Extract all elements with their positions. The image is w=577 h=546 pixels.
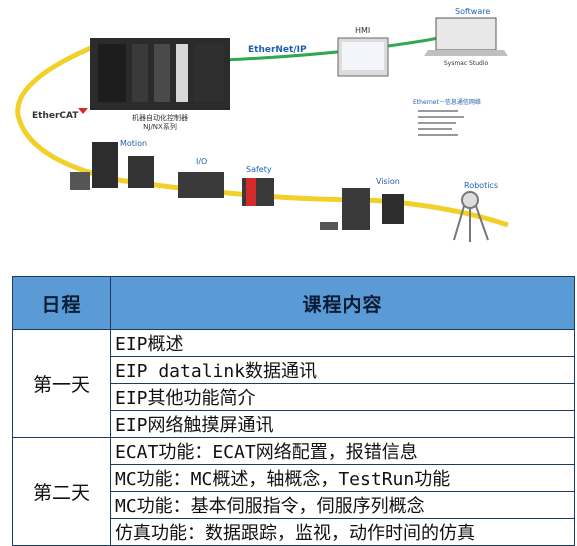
io-label: I/O [196, 157, 207, 166]
safety-unit-device [242, 178, 274, 206]
software-product-label: Sysmac Studio [444, 60, 489, 67]
course-item: EIP datalink数据通讯 [110, 356, 575, 384]
day-one-cell: 第一天 [12, 329, 111, 438]
course-item: MC功能：MC概述，轴概念，TestRun功能 [110, 464, 575, 492]
ethercat-logo-mark [78, 108, 88, 114]
ethernet-title: Ethernet－信息通信网络 [413, 98, 481, 106]
header-course-content: 课程内容 [110, 276, 575, 330]
robotics-label: Robotics [464, 181, 498, 190]
hmi-device [337, 37, 389, 77]
controller-label: 机器自动化控制器 [132, 113, 188, 122]
motion-label: Motion [120, 139, 147, 148]
software-laptop-icon [424, 17, 508, 56]
hmi-label: HMI [355, 26, 370, 35]
servo-drive-device [70, 142, 154, 190]
safety-label: Safety [246, 165, 272, 174]
table-row: EIP datalink数据通讯 [13, 356, 575, 384]
header-schedule: 日程 [12, 276, 111, 330]
ethernetip-label: EtherNet/IP [248, 45, 307, 55]
software-label: Software [455, 7, 490, 16]
controller-series-label: NJ/NX系列 [143, 122, 177, 131]
vision-device [320, 188, 404, 230]
table-row: EIP其他功能简介 [13, 383, 575, 411]
controller-device [90, 38, 230, 110]
table-row: MC功能：基本伺服指令，伺服序列概念 [13, 491, 575, 519]
course-schedule-table: 日程 课程内容 第一天 EIP概述 EIP datalink数据通讯 EIP其他… [12, 276, 575, 546]
table-row: 第二天 ECAT功能：ECAT网络配置，报错信息 [12, 437, 575, 546]
table-row: 仿真功能：数据跟踪，监视，动作时间的仿真 [13, 518, 575, 546]
product-diagram: 机器自动化控制器 NJ/NX系列 EtherNet/IP HMI Softwar… [8, 0, 514, 265]
course-item: EIP概述 [110, 329, 575, 357]
ethercat-logo-label: EtherCAT [32, 111, 79, 121]
course-item: 仿真功能：数据跟踪，监视，动作时间的仿真 [110, 518, 575, 546]
io-unit-device [178, 172, 224, 198]
table-header-row: 日程 课程内容 [12, 276, 575, 330]
table-row: MC功能：MC概述，轴概念，TestRun功能 [13, 464, 575, 492]
day-two-cell: 第二天 [12, 437, 111, 546]
course-item: MC功能：基本伺服指令，伺服序列概念 [110, 491, 575, 519]
vision-label: Vision [376, 177, 400, 186]
table-row: 第一天 EIP概述 [12, 329, 575, 438]
ethernet-feature-lines [418, 110, 464, 136]
course-item: EIP其他功能简介 [110, 383, 575, 411]
course-item: EIP网络触摸屏通讯 [110, 410, 575, 438]
delta-robot-icon [453, 191, 489, 242]
network-diagram-svg: 机器自动化控制器 NJ/NX系列 EtherNet/IP HMI Softwar… [8, 0, 514, 265]
course-item: ECAT功能：ECAT网络配置，报错信息 [110, 437, 575, 465]
